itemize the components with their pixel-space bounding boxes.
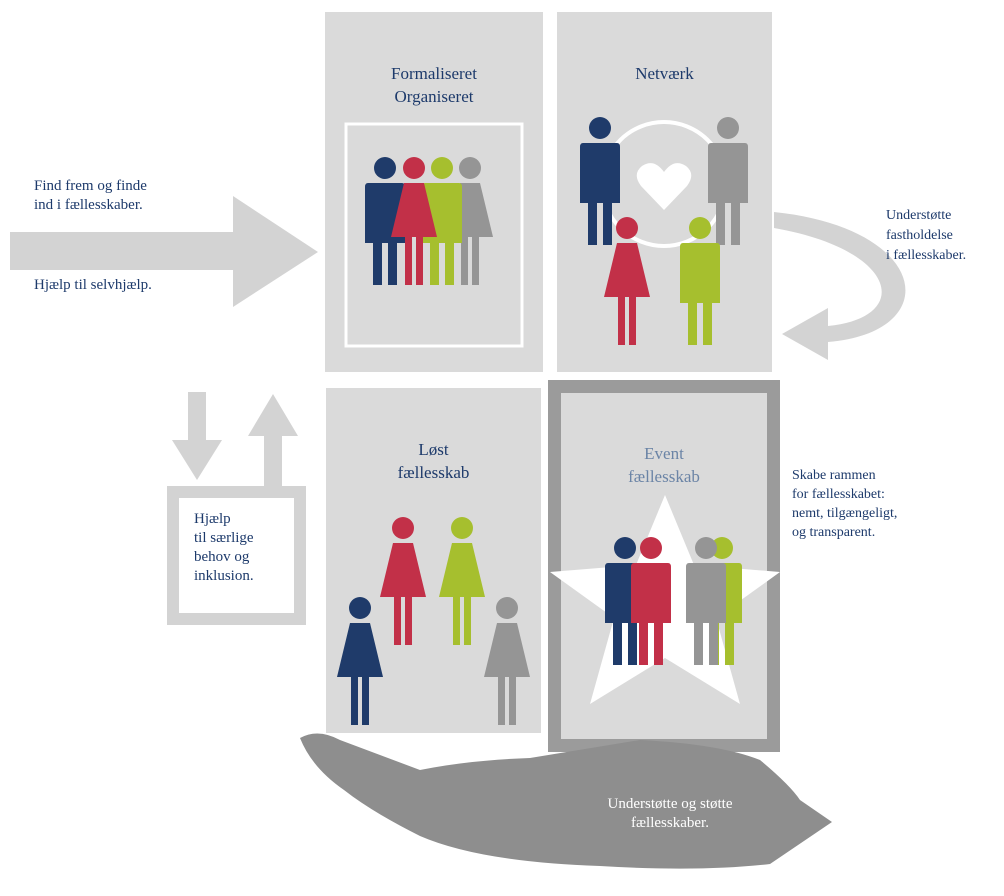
panel-loose-line2: fællesskab <box>397 463 470 482</box>
left-big-arrow <box>10 196 318 307</box>
heart-icon <box>636 163 692 210</box>
panel-event-line2: fællesskab <box>628 467 700 486</box>
panel-loose-line1: Løst <box>418 440 449 459</box>
curved-return-arrow <box>774 212 906 360</box>
special-needs-text: Hjælp til særlige behov og inklusion. <box>194 511 254 584</box>
panel-formalized-line1: Formaliseret <box>391 64 477 83</box>
hand-text: Understøtte og støtte fællesskaber. <box>607 796 733 831</box>
up-arrow <box>248 394 298 490</box>
selfhelp-label: Hjælp til selvhjælp. <box>34 277 152 293</box>
panel-event-line1: Event <box>644 444 684 463</box>
framework-label: Skabe rammen for fællesskabet: nemt, til… <box>792 468 898 540</box>
panel-formalized-title: Formaliseret Organiseret <box>325 62 543 108</box>
panel-event-title: Event fællesskab <box>561 442 767 488</box>
special-needs-frame <box>167 486 306 625</box>
panel-loose-title: Løst fællesskab <box>326 438 541 484</box>
formalized-frame <box>344 122 524 348</box>
retention-label: Understøtte fastholdelse i fællesskaber. <box>886 208 967 263</box>
find-label: Find frem og finde ind i fællesskaber. <box>34 178 147 213</box>
down-arrow <box>172 392 222 480</box>
hand-icon <box>300 733 832 869</box>
panel-formalized-line2: Organiseret <box>394 87 474 106</box>
panel-network-title: Netværk <box>635 64 694 83</box>
